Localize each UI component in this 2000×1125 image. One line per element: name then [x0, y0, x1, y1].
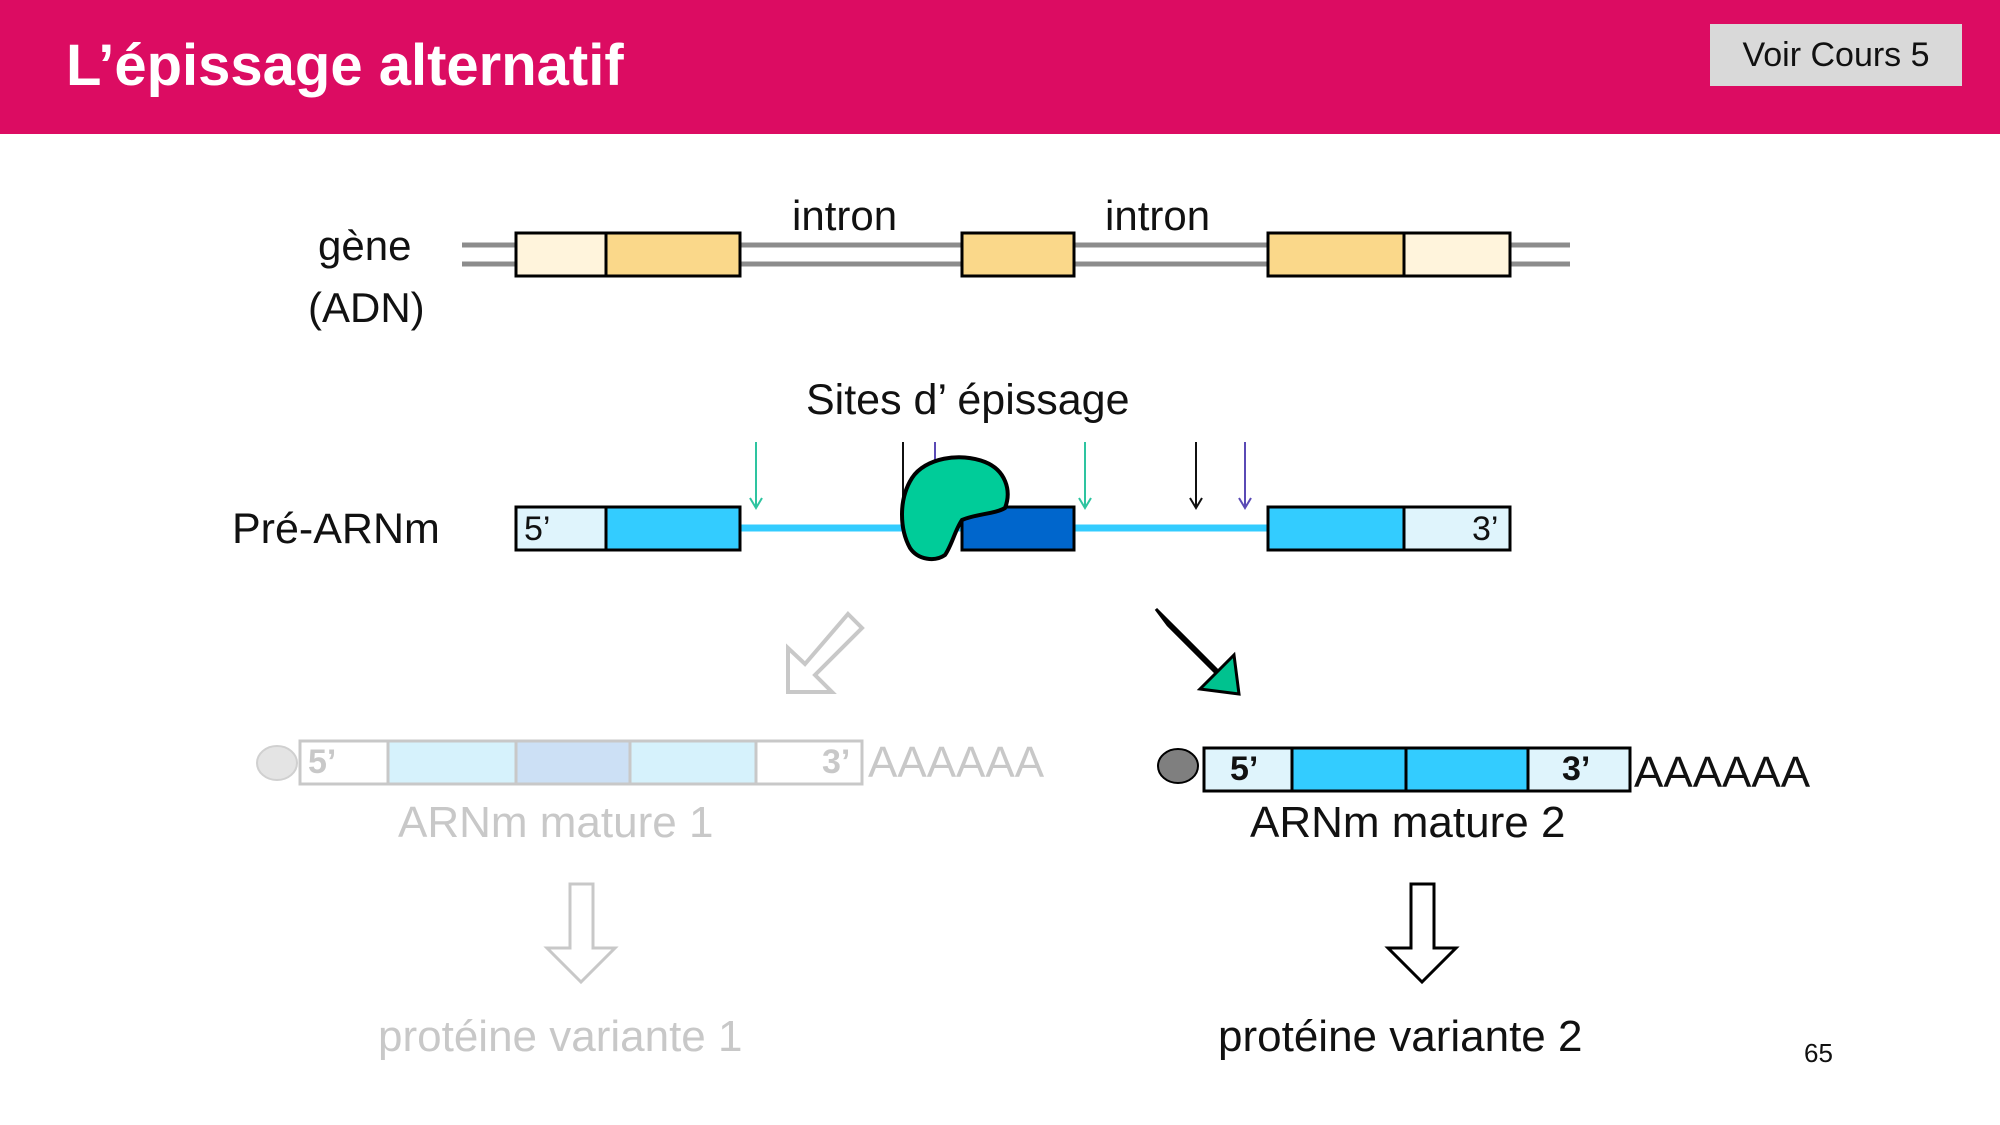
pre-mrna-exon-1 [604, 505, 742, 552]
mature-1-5prime: 5’ [308, 743, 337, 781]
voir-cours-button[interactable]: Voir Cours 5 [1710, 24, 1962, 86]
intron-label-2: intron [1105, 192, 1211, 239]
gene-exon-3 [1266, 231, 1406, 278]
pre-mrna-exon-3 [1266, 505, 1406, 552]
pre-mrna-utr-3 [1402, 505, 1512, 552]
spliceosome-icon [900, 455, 1010, 562]
mature-1-polya: AAAAAA [868, 738, 1045, 787]
pre-mrna-utr-5 [514, 505, 608, 552]
mature-2-label: ARNm mature 2 [1250, 798, 1566, 847]
gene-exon-2 [960, 231, 1076, 278]
pre-mrna [514, 505, 1512, 552]
faded-down-arrow-icon [543, 882, 619, 985]
pre-mrna-label: Pré-ARNm [232, 505, 440, 553]
protein-variant-2-label: protéine variante 2 [1218, 1012, 1583, 1061]
pre-mrna-5prime: 5’ [524, 510, 551, 548]
pre-mrna-3prime: 3’ [1472, 510, 1499, 548]
mature-mrna-1 [256, 739, 864, 786]
mature-2-3prime: 3’ [1562, 750, 1591, 788]
mature-1-3prime: 3’ [822, 743, 851, 781]
gene-utr-3 [1402, 231, 1512, 278]
slide-number: 65 [1804, 1038, 1833, 1068]
gene-exon-1 [604, 231, 742, 278]
gene-utr-5 [514, 231, 608, 278]
green-arrow-icon [1154, 607, 1241, 696]
mature-1-label: ARNm mature 1 [398, 798, 714, 847]
cap-icon-2 [1157, 748, 1199, 784]
dna-label: (ADN) [308, 284, 425, 331]
intron-label-1: intron [792, 192, 898, 239]
mature-2-5prime: 5’ [1230, 750, 1259, 788]
splice-sites-label: Sites d’ épissage [806, 376, 1130, 424]
gene-dna [462, 231, 1570, 278]
slide-title: L’épissage alternatif [66, 33, 624, 98]
mature-mrna-2 [1157, 746, 1632, 793]
cap-icon-1 [256, 745, 298, 781]
faded-arrow-icon [786, 611, 865, 694]
protein-variant-1-label: protéine variante 1 [378, 1012, 743, 1061]
down-arrow-icon [1384, 882, 1460, 985]
slide-header [0, 0, 2000, 134]
gene-label: gène [318, 222, 412, 269]
mature-2-polya: AAAAAA [1634, 748, 1811, 797]
